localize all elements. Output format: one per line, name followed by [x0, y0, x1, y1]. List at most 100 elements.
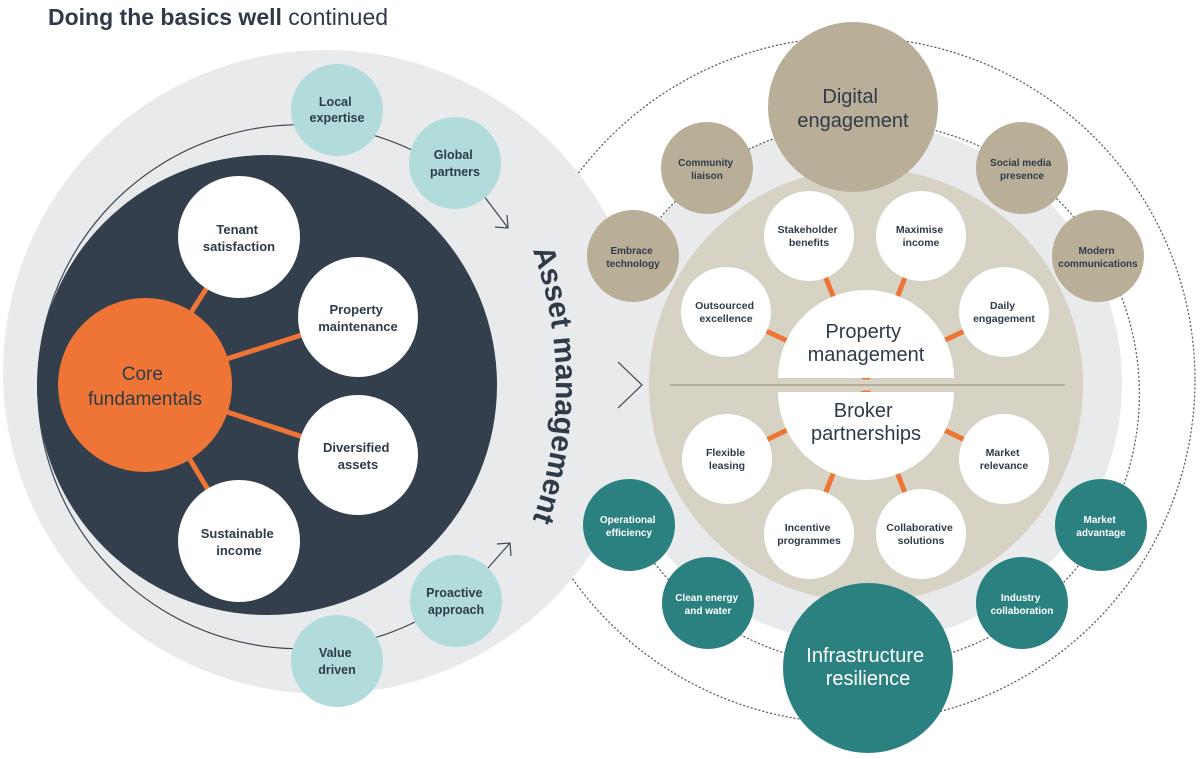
page-title: Doing the basics well continued	[48, 4, 388, 31]
node-label: Infrastructure resilience	[806, 645, 929, 690]
node-label: Diversified assets	[323, 440, 393, 472]
node-market-relevance: Market relevance	[959, 414, 1049, 504]
label-line: partnerships	[811, 423, 921, 445]
node-circle	[291, 615, 383, 707]
property-management-label: Property management	[808, 321, 925, 366]
broker-partnerships-label: Broker partnerships	[811, 400, 921, 445]
label-line: maintenance	[318, 319, 397, 334]
node-label: Embrace technology	[606, 246, 660, 270]
node-circle	[409, 117, 501, 209]
node-label: Industry collaboration	[991, 593, 1054, 617]
node-circle	[291, 64, 383, 156]
node-circle	[976, 122, 1068, 214]
node-circle	[410, 555, 502, 647]
label-line: benefits	[789, 237, 829, 249]
node-market-advantage: Market advantage	[1055, 479, 1147, 571]
node-core-fundamentals: Core fundamentals	[58, 298, 232, 472]
label-line: Global	[434, 148, 473, 162]
node-label: Modern communications	[1058, 246, 1138, 270]
label-line: leasing	[709, 460, 745, 472]
node-circle	[876, 489, 966, 579]
label-line: Stakeholder	[777, 224, 837, 236]
node-label: Tenant satisfaction	[203, 222, 275, 254]
node-circle	[298, 257, 418, 377]
label-line: satisfaction	[203, 239, 275, 254]
label-line: driven	[318, 663, 356, 677]
node-circle	[682, 414, 772, 504]
node-label: Collaborative solutions	[886, 522, 955, 547]
label-line: expertise	[310, 111, 365, 125]
node-local-expertise: Local expertise	[291, 64, 383, 156]
label-line: liaison	[691, 171, 723, 182]
node-circle	[681, 267, 771, 357]
node-label: Sustainable income	[201, 526, 278, 558]
page-title-continued: continued	[288, 4, 389, 30]
node-digital-engagement: Digital engagement	[768, 22, 938, 192]
node-infrastructure-resilience: Infrastructure resilience	[783, 583, 953, 753]
node-circle	[876, 191, 966, 281]
label-line: solutions	[898, 535, 945, 547]
label-line: Collaborative	[886, 522, 953, 534]
node-circle	[959, 414, 1049, 504]
label-line: management	[808, 344, 925, 366]
node-circle	[768, 22, 938, 192]
node-flexible-leasing: Flexible leasing	[682, 414, 772, 504]
node-label: Outsourced excellence	[695, 300, 757, 325]
node-label: Daily engagement	[973, 300, 1035, 325]
label-line: Property	[329, 302, 383, 317]
node-outsourced-excellence: Outsourced excellence	[681, 267, 771, 357]
label-line: partners	[430, 165, 480, 179]
chevron-right-icon	[617, 361, 643, 409]
node-stakeholder-benefits: Stakeholder benefits	[764, 191, 854, 281]
node-circle	[178, 480, 300, 602]
node-clean-energy-and-water: Clean energy and water	[662, 557, 754, 649]
label-line: Broker	[834, 400, 893, 422]
node-industry-collaboration: Industry collaboration	[976, 557, 1068, 649]
label-line: Infrastructure	[806, 645, 924, 667]
label-line: and water	[685, 606, 732, 617]
arrow-down-right-icon	[483, 195, 509, 229]
label-line: Incentive	[785, 522, 831, 534]
label-line: presence	[1000, 171, 1044, 182]
node-community-liaison: Community liaison	[661, 122, 753, 214]
node-embrace-technology: Embrace technology	[587, 210, 679, 302]
node-circle	[661, 122, 753, 214]
node-sustainable-income: Sustainable income	[178, 480, 300, 602]
node-circle	[298, 395, 418, 515]
label-line: Daily	[990, 300, 1015, 312]
label-line: Proactive	[426, 586, 482, 600]
node-label: Digital engagement	[797, 86, 909, 132]
arrow-up-right-icon	[487, 542, 512, 569]
label-line: approach	[428, 603, 484, 617]
node-diversified-assets: Diversified assets	[298, 395, 418, 515]
label-line: technology	[606, 259, 660, 270]
label-line: Industry	[1001, 593, 1041, 604]
label-line: Outsourced	[695, 300, 754, 312]
label-line: Digital	[822, 86, 878, 108]
node-label: Market advantage	[1076, 515, 1126, 539]
node-collaborative-solutions: Collaborative solutions	[876, 489, 966, 579]
node-modern-communications: Modern communications	[1052, 210, 1144, 302]
node-value-driven: Value driven	[291, 615, 383, 707]
broker-partnerships-node	[778, 392, 954, 480]
node-label: Market relevance	[980, 447, 1029, 472]
label-line: relevance	[980, 460, 1029, 472]
node-label: Operational efficiency	[600, 515, 658, 539]
label-line: Diversified	[323, 440, 390, 455]
node-circle	[764, 191, 854, 281]
node-maximise-income: Maximise income	[876, 191, 966, 281]
node-label: Value driven	[318, 646, 356, 677]
label-line: engagement	[973, 313, 1035, 325]
label-line: advantage	[1076, 528, 1126, 539]
label-line: Operational	[600, 515, 656, 526]
label-line: Local	[319, 95, 352, 109]
label-line: Tenant	[216, 222, 258, 237]
node-circle	[959, 267, 1049, 357]
node-circle	[1052, 210, 1144, 302]
arrow-path	[483, 195, 509, 229]
node-label: Social media presence	[990, 158, 1054, 182]
node-property-maintenance: Property maintenance	[298, 257, 418, 377]
node-circle	[587, 210, 679, 302]
node-operational-efficiency: Operational efficiency	[583, 479, 675, 571]
